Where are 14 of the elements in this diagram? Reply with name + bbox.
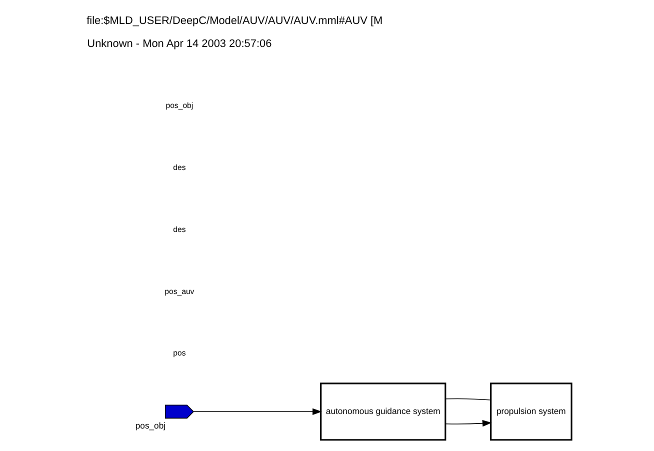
connector (444, 398, 491, 400)
node-box: autonomous guidance system (320, 382, 446, 440)
arrow (444, 420, 492, 426)
label: des (172, 224, 186, 234)
label: pos_auv (164, 286, 194, 296)
label: pos_obj (165, 100, 193, 110)
node-label: pos_obj (134, 420, 166, 430)
label: pos (172, 348, 186, 358)
node-pentagon (164, 404, 194, 418)
diagram-title: file:$MLD_USER/DeepC/Model/AUV/AUV/AUV.mml#AUV [M (86, 14, 382, 27)
node-box: propulsion system (490, 382, 572, 440)
caption: Unknown - Mon Apr 14 2003 20:57:06 (86, 38, 272, 50)
label: des (172, 162, 186, 172)
arrow (192, 408, 322, 414)
